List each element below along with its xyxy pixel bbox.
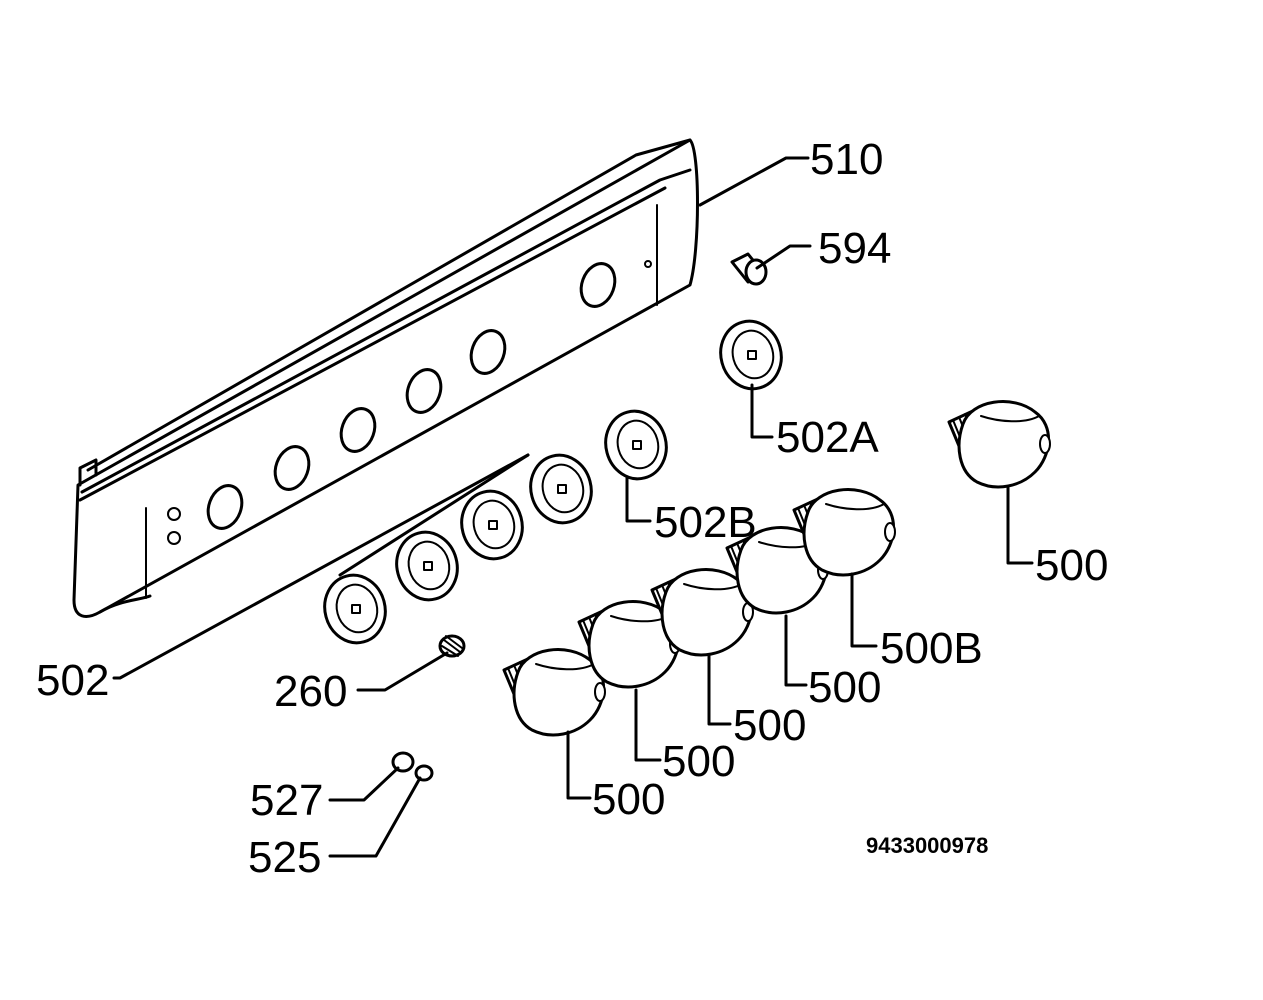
knob-500-single [947,400,1052,489]
panel-holes [167,260,652,545]
leader-lines [112,156,1034,858]
label-594: 594 [818,224,891,273]
label-500-third: 500 [733,701,806,750]
bezel-ring-502A [711,312,791,398]
bezel-ring-group [315,446,601,652]
insert-594 [730,252,768,286]
label-260: 260 [274,667,347,716]
label-500B: 500B [880,624,983,673]
label-502B: 502B [654,498,757,547]
knob-500-bottom [502,648,607,737]
label-525: 525 [248,833,321,882]
label-500-bottom: 500 [592,775,665,824]
label-510: 510 [810,135,883,184]
label-502: 502 [36,656,109,705]
control-panel [72,138,699,618]
spacer-525 [414,764,434,782]
label-500-second: 500 [662,737,735,786]
spring-260 [438,634,466,658]
label-527: 527 [250,776,323,825]
bezel-ring-502B [596,402,676,488]
label-500-fourth: 500 [808,663,881,712]
label-502A: 502A [776,413,879,462]
drawing-number: 9433000978 [866,833,988,858]
label-500-single: 500 [1035,541,1108,590]
